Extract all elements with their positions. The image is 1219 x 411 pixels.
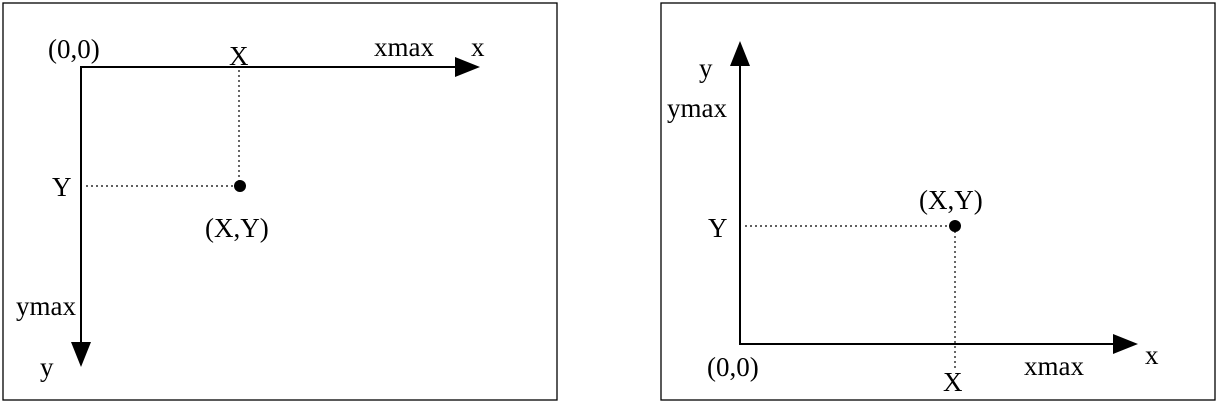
- cartesian-point-marker: [949, 220, 961, 232]
- cartesian-xmax-label: xmax: [1024, 351, 1084, 381]
- cartesian-origin-label: (0,0): [707, 352, 759, 382]
- screen-point-label: (X,Y): [205, 213, 269, 243]
- cartesian-y-axis-label: y: [699, 53, 713, 83]
- cartesian-point-label: (X,Y): [919, 185, 983, 215]
- cartesian-ymax-label: ymax: [667, 93, 727, 123]
- screen-x-tick-label: X: [229, 41, 249, 71]
- screen-point-marker: [234, 180, 246, 192]
- screen-y-axis-label: y: [40, 352, 54, 382]
- cartesian-y-axis-arrowhead: [730, 41, 750, 66]
- screen-y-tick-label: Y: [52, 172, 72, 202]
- screen-x-axis-label: x: [471, 32, 485, 62]
- screen-coords-panel: (0,0) X xmax x Y (X,Y) ymax y: [2, 2, 558, 401]
- screen-panel-frame: [2, 2, 558, 401]
- screen-x-axis-arrowhead: [455, 57, 480, 77]
- screen-xmax-label: xmax: [374, 32, 434, 62]
- cartesian-coords-panel: y ymax (X,Y) Y (0,0) xmax x X: [660, 2, 1216, 401]
- cartesian-x-axis-arrowhead: [1113, 334, 1138, 354]
- cartesian-panel-frame: [660, 2, 1216, 401]
- screen-y-axis-arrowhead: [71, 342, 91, 367]
- screen-origin-label: (0,0): [48, 34, 100, 64]
- cartesian-y-tick-label: Y: [708, 213, 728, 243]
- screen-ymax-label: ymax: [16, 291, 76, 321]
- cartesian-x-tick-label: X: [943, 367, 963, 397]
- cartesian-x-axis-label: x: [1145, 340, 1159, 370]
